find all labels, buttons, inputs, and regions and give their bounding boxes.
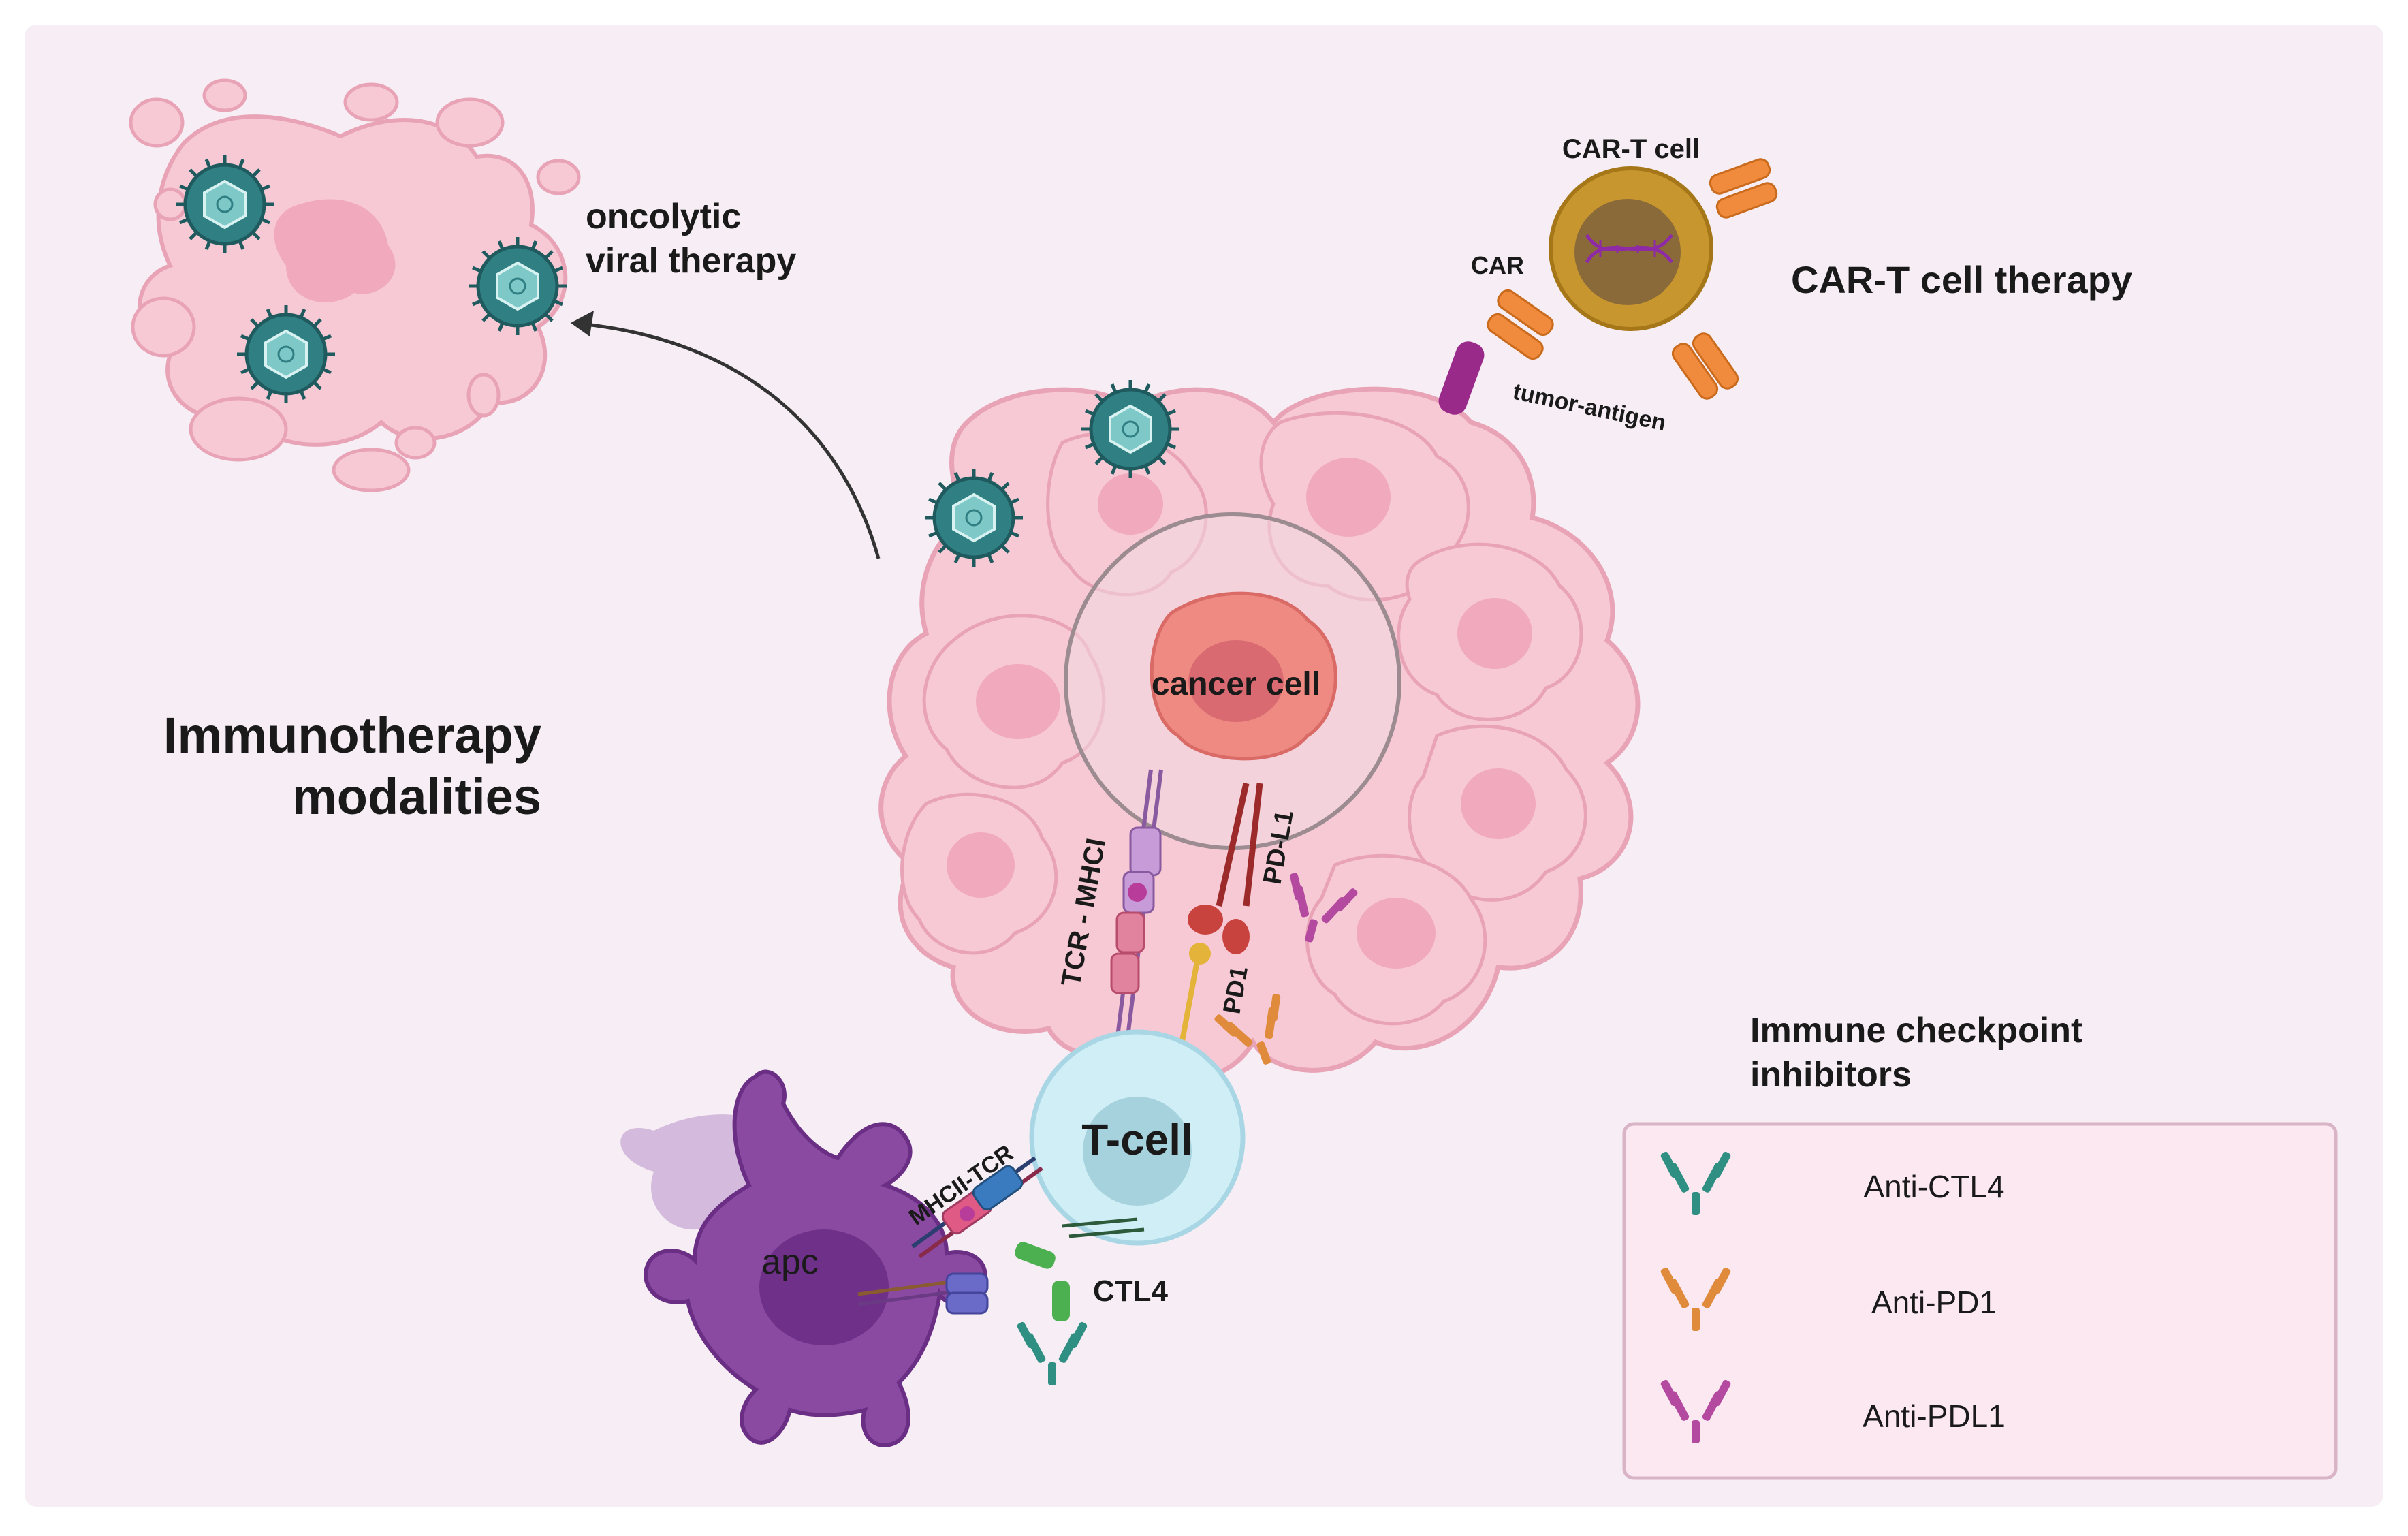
cancer-cell-nucleus (1188, 640, 1284, 722)
mhcii-tcr-receptor (911, 1156, 1043, 1259)
oncolytic-label-line1: oncolytic (586, 197, 741, 236)
car-receptors (1487, 158, 1778, 400)
virus-particle (176, 155, 274, 253)
legend-anti-pdl1-label: Anti-PDL1 (1863, 1398, 2006, 1434)
car-t-cell-label: CAR-T cell (1562, 134, 1700, 164)
title-line2: modalities (292, 768, 541, 825)
car-t-cell (1549, 166, 1713, 331)
tcr-mhci-receptor (1110, 769, 1163, 1043)
oncolytic-label-line2: viral therapy (586, 241, 796, 281)
checkpoint-legend-box (1622, 1122, 2338, 1480)
legend-anti-ctl4-label: Anti-CTL4 (1863, 1169, 2004, 1204)
t-cell-nucleus (1083, 1097, 1192, 1206)
ctl4-label: CTL4 (1093, 1274, 1169, 1308)
b7-ctl4-complex (857, 1217, 1145, 1321)
virus-particle (925, 469, 1023, 567)
virus-particle (1081, 380, 1179, 478)
checkpoint-heading-line1: Immune checkpoint (1750, 1011, 2082, 1050)
virus-particle (237, 305, 335, 403)
legend-anti-pd1-label: Anti-PD1 (1871, 1285, 1997, 1320)
car-t-therapy-label: CAR-T cell therapy (1791, 258, 2132, 301)
pdl1-receptor (1188, 783, 1263, 954)
t-cell-label: T-cell (1081, 1115, 1193, 1164)
apc-label: apc (761, 1242, 819, 1282)
apc-cell (620, 1069, 987, 1447)
checkpoint-heading-line2: inhibitors (1750, 1055, 1912, 1095)
cancer-cell-label: cancer cell (1152, 666, 1320, 702)
car-label: CAR (1471, 251, 1524, 279)
virus-particle (469, 237, 567, 335)
tumor-antigen (1438, 341, 1485, 415)
lysis-arrow-head (571, 311, 594, 336)
lysis-arrow (578, 322, 881, 559)
title-line1: Immunotherapy (163, 707, 541, 764)
